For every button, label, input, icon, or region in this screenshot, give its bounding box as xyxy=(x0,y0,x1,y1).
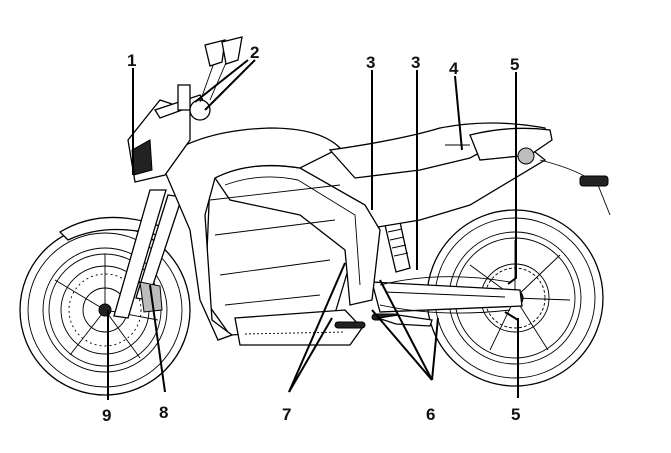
side-fairing xyxy=(159,127,342,341)
callout-2: 2 xyxy=(250,43,259,62)
rear-shock xyxy=(384,221,411,273)
handlebar xyxy=(154,84,211,121)
callout-7: 7 xyxy=(282,405,291,424)
license-bracket xyxy=(539,159,611,216)
callout-labels: 1 2 3 3 4 5 5 6 7 8 9 xyxy=(102,43,520,425)
leader-lines xyxy=(107,59,519,400)
footpeg xyxy=(334,321,366,329)
callout-8: 8 xyxy=(159,403,168,422)
license-light xyxy=(579,175,609,187)
callout-5-top: 5 xyxy=(510,55,519,74)
front-fork xyxy=(113,189,183,319)
callout-3b: 3 xyxy=(411,53,420,72)
callout-3a: 3 xyxy=(366,53,375,72)
callout-5-bottom: 5 xyxy=(511,405,520,424)
swing-arm xyxy=(371,281,523,313)
callout-9: 9 xyxy=(102,406,111,425)
mirrors xyxy=(199,36,243,103)
kickstand xyxy=(377,314,433,327)
callout-4: 4 xyxy=(449,59,459,78)
motor xyxy=(234,309,363,346)
callout-1: 1 xyxy=(127,51,136,70)
callout-6: 6 xyxy=(426,405,435,424)
